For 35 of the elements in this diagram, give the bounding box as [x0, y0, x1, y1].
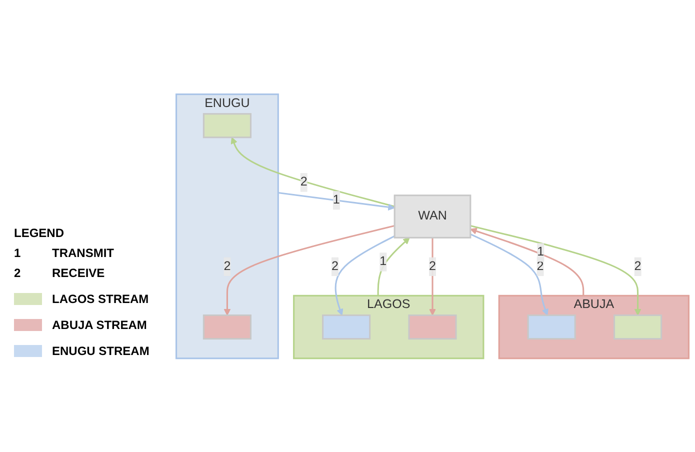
- arrow: [334, 235, 395, 316]
- legend-text: ABUJA STREAM: [52, 318, 147, 332]
- arrow: [470, 233, 548, 316]
- legend-text: ENUGU STREAM: [52, 344, 150, 358]
- edge-label: 1: [380, 254, 387, 268]
- node-box: [527, 314, 576, 340]
- node-box: [202, 112, 252, 138]
- edge-label: 2: [331, 259, 338, 273]
- node-box: [322, 314, 371, 340]
- arrow: [278, 192, 395, 210]
- key-number: 1: [14, 246, 22, 260]
- key-text: TRANSMIT: [52, 246, 114, 260]
- cluster: ABUJA: [498, 294, 690, 359]
- arrow: [470, 228, 584, 296]
- edge-label: 2: [634, 259, 642, 273]
- arrow: [470, 224, 642, 316]
- arrow: [377, 237, 410, 296]
- edge-label: 1: [332, 192, 340, 206]
- edge-label: 2: [536, 259, 544, 273]
- node-box: [614, 314, 662, 340]
- key-number: 2: [14, 266, 22, 280]
- legend-text: LAGOS STREAM: [52, 292, 149, 306]
- legend-heading: LEGEND: [14, 226, 64, 240]
- edge-label: 2: [224, 259, 231, 273]
- cluster: LAGOS: [293, 294, 484, 359]
- arrow: [230, 136, 395, 207]
- arrow: [224, 224, 395, 316]
- edge-label: 1: [537, 245, 544, 258]
- arrow: [429, 237, 436, 316]
- key-text: RECEIVE: [52, 266, 105, 280]
- node-box: [408, 314, 457, 340]
- edge-label: 2: [429, 259, 436, 273]
- node-box: [202, 314, 252, 340]
- node-box: WAN: [394, 194, 472, 238]
- edge-label: 2: [300, 175, 308, 188]
